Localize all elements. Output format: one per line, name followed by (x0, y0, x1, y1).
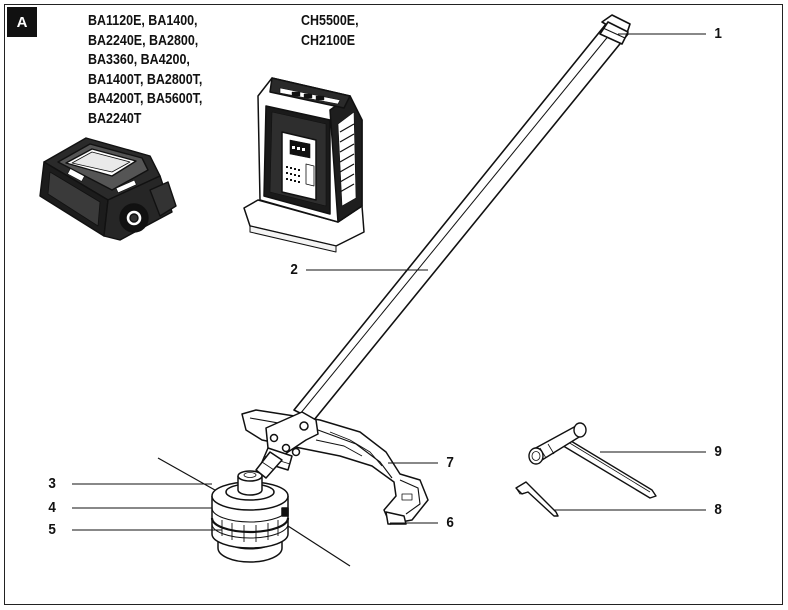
callout-7: 7 (446, 454, 454, 471)
callout-3: 3 (48, 475, 56, 492)
charger-model-line: CH2100E (301, 32, 356, 49)
guard-icon (241, 409, 429, 525)
charger-model-list: CH5500E, CH2100E (301, 12, 359, 51)
battery-model-line: BA4200T, BA5600T, (88, 91, 203, 108)
callout-2: 2 (290, 261, 298, 278)
callout-8: 8 (714, 501, 722, 518)
battery-model-line: BA2240T (88, 110, 142, 127)
battery-model-list: BA1120E, BA1400, BA2240E, BA2800, BA3360… (88, 12, 202, 130)
figure-frame (4, 4, 783, 605)
battery-model-line: BA1400T, BA2800T, (88, 71, 203, 88)
trimmer-head-icon (157, 451, 351, 567)
battery-model-line: BA3360, BA4200, (88, 52, 190, 69)
hex-key-icon (515, 481, 559, 517)
charger-model-line: CH5500E, (301, 13, 359, 29)
figure-tag: A (7, 7, 37, 37)
callout-9: 9 (714, 443, 722, 460)
battery-pack-icon (39, 137, 177, 241)
callout-1: 1 (714, 25, 722, 42)
callout-6: 6 (446, 514, 454, 531)
battery-model-line: BA1120E, BA1400, (88, 13, 198, 29)
callout-4: 4 (48, 499, 56, 516)
battery-model-line: BA2240E, BA2800, (88, 32, 199, 49)
charger-icon (243, 77, 365, 253)
callout-5: 5 (48, 521, 56, 538)
leader-lines (72, 33, 706, 531)
wrench-icon (528, 422, 657, 499)
